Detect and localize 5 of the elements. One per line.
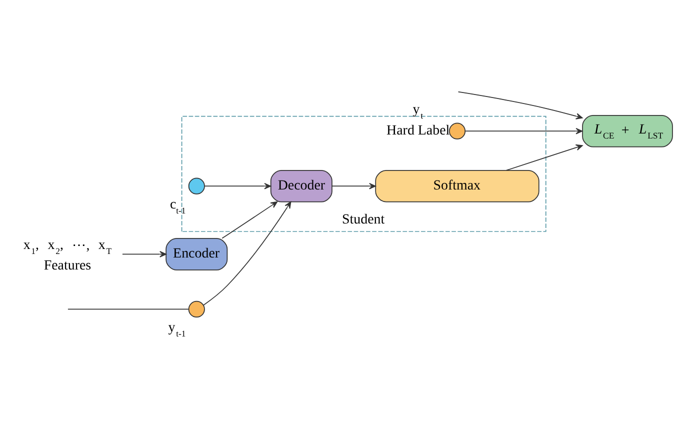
node-label: c$_{t-1}$ (170, 198, 186, 216)
node-text: x$_{1}$, x$_{2}$, ⋯, x$_{T}$ Features (23, 238, 112, 274)
node-label: y$_{t-1}$ (168, 320, 186, 339)
node-label: y$_{t}$ (412, 102, 424, 120)
node-label: Hard Label (386, 123, 450, 138)
